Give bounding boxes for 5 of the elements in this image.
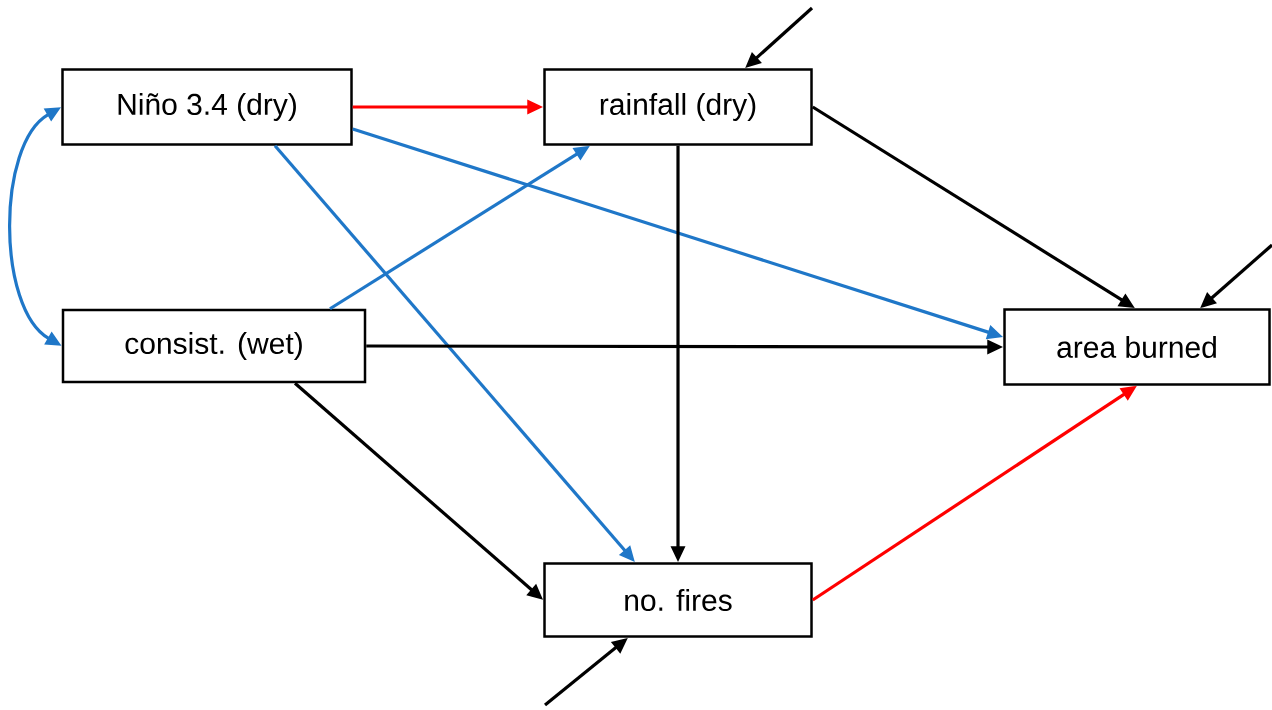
node-box: Niño 3.4 (dry)	[61, 68, 353, 146]
node-box: consist. (wet)	[61, 308, 367, 384]
node-box: area burned	[1003, 308, 1271, 386]
node-box: no. fires	[543, 562, 813, 638]
node-box: rainfall (dry)	[543, 68, 813, 146]
